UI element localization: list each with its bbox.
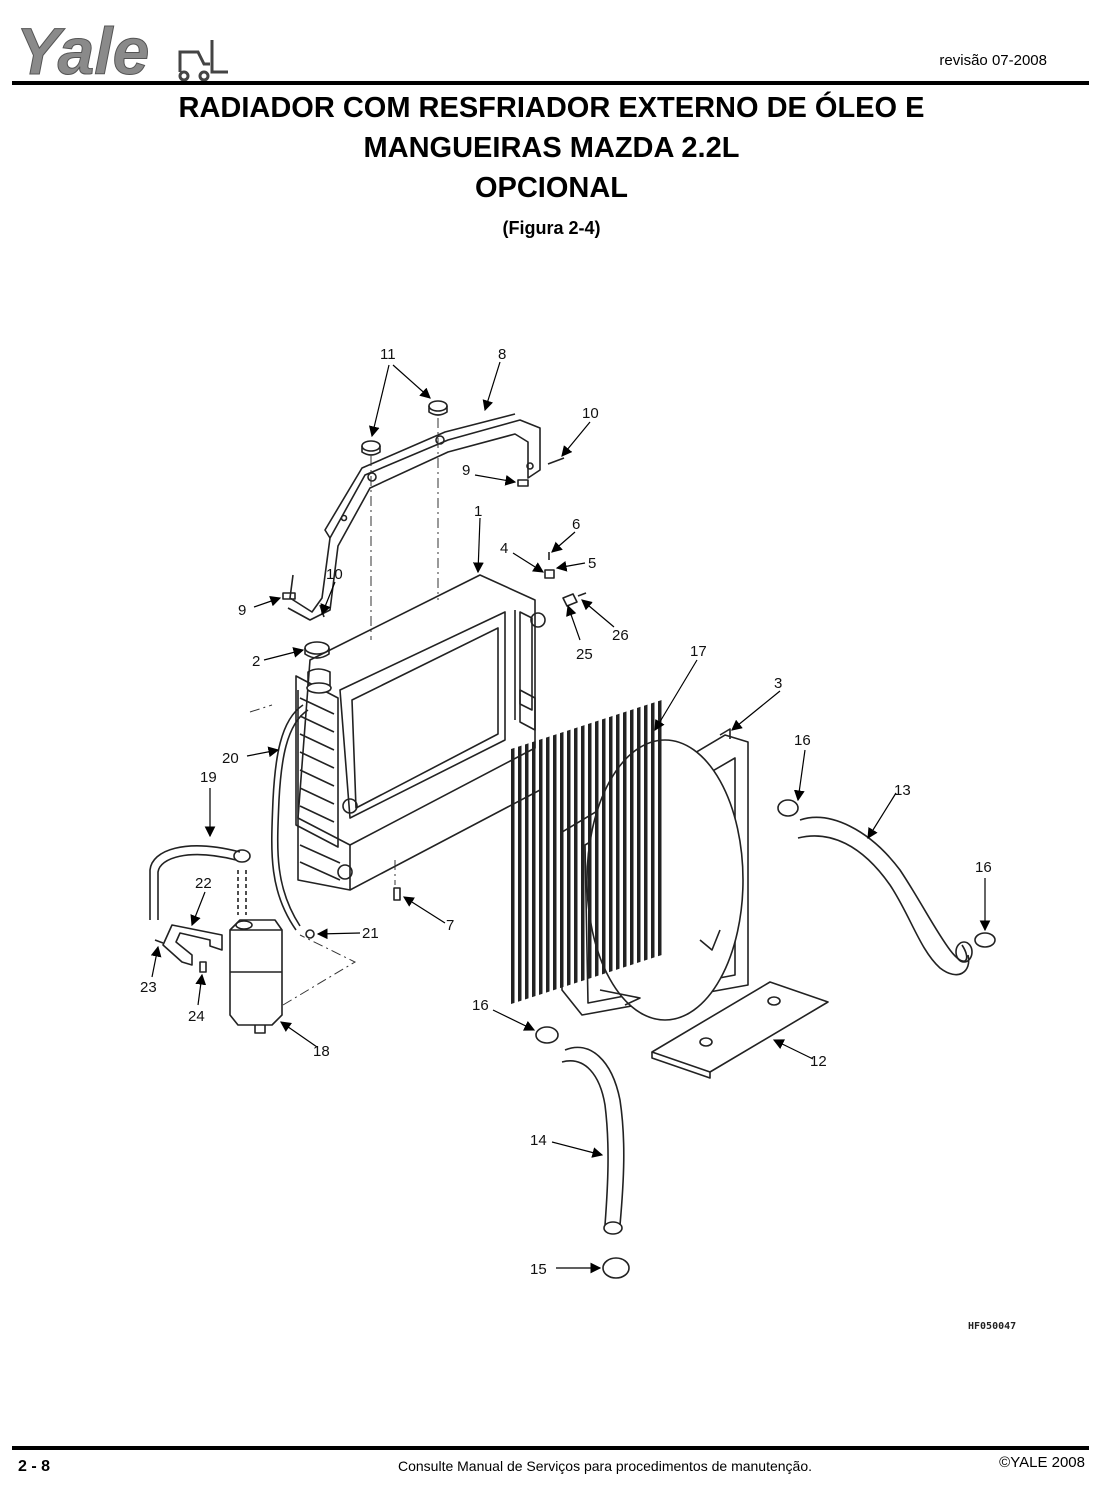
callout-labels: 11 8 10 9 1 6 4 5 10 9 25 26 2 17 3 16 1… — [140, 346, 992, 1278]
callout-20: 20 — [222, 750, 239, 767]
svg-text:Yale: Yale — [16, 14, 149, 84]
callout-9: 9 — [462, 462, 470, 479]
overflow-tube — [271, 704, 309, 931]
hose-19 — [149, 845, 251, 920]
callout-16: 16 — [794, 732, 811, 749]
callout-4: 4 — [500, 540, 508, 557]
figure-reference: (Figura 2-4) — [502, 218, 601, 238]
upper-bracket — [287, 413, 541, 621]
title-line-2: MANGUEIRAS MAZDA 2.2L — [363, 132, 740, 164]
page-title: RADIADOR COM RESFRIADOR EXTERNO DE ÓLEO … — [0, 88, 1103, 208]
callout-6: 6 — [572, 516, 580, 533]
title-line-3: OPCIONAL — [474, 172, 629, 204]
callout-7: 7 — [446, 917, 454, 934]
footer-note: Consulte Manual de Serviços para procedi… — [398, 1458, 813, 1474]
hose-clamps — [535, 799, 996, 1044]
copyright: ©YALE 2008 — [999, 1454, 1085, 1471]
callout-21: 21 — [362, 925, 379, 942]
callout-leaders — [150, 361, 991, 1274]
figure-code: HF050047 — [968, 1321, 1016, 1332]
fin-screen — [508, 699, 663, 1005]
callout-16b: 16 — [975, 859, 992, 876]
callout-16c: 16 — [472, 997, 489, 1014]
yale-logo: Yale — [16, 14, 228, 84]
revision-date: revisão 07-2008 — [939, 52, 1047, 69]
lower-hose — [561, 1046, 625, 1235]
footer-rule — [12, 1446, 1089, 1450]
callout-22: 22 — [195, 875, 212, 892]
radiator — [295, 574, 546, 891]
callout-11: 11 — [380, 346, 396, 363]
callout-25: 25 — [576, 646, 593, 663]
grommets — [361, 400, 448, 456]
callout-2: 2 — [252, 653, 260, 670]
callout-10b: 10 — [326, 566, 343, 583]
callout-12: 12 — [810, 1053, 827, 1070]
coolant-reservoir — [229, 870, 315, 1034]
callout-5: 5 — [588, 555, 596, 572]
callout-3: 3 — [774, 675, 782, 692]
callout-24: 24 — [188, 1008, 205, 1025]
callout-13: 13 — [894, 782, 911, 799]
callout-1: 1 — [474, 503, 482, 520]
callout-26: 26 — [612, 627, 629, 644]
callout-17: 17 — [690, 643, 707, 660]
callout-23: 23 — [140, 979, 157, 996]
lower-plate — [651, 981, 829, 1079]
alignment-lines — [249, 418, 439, 1006]
upper-hose — [797, 816, 973, 976]
fittings — [393, 552, 587, 901]
callout-18: 18 — [313, 1043, 330, 1060]
callout-9b: 9 — [238, 602, 246, 619]
radiator-cap — [304, 641, 330, 659]
title-line-1: RADIADOR COM RESFRIADOR EXTERNO DE ÓLEO … — [178, 92, 925, 124]
reservoir-bracket — [154, 924, 223, 973]
header-rule — [12, 81, 1089, 85]
callout-19: 19 — [200, 769, 217, 786]
callout-14: 14 — [530, 1132, 547, 1149]
hose-clamp-15 — [602, 1257, 630, 1279]
callout-15: 15 — [530, 1261, 547, 1278]
callout-8: 8 — [498, 346, 506, 363]
callout-10: 10 — [582, 405, 599, 422]
page-number: 2 - 8 — [18, 1458, 51, 1475]
forklift-icon — [178, 40, 228, 82]
